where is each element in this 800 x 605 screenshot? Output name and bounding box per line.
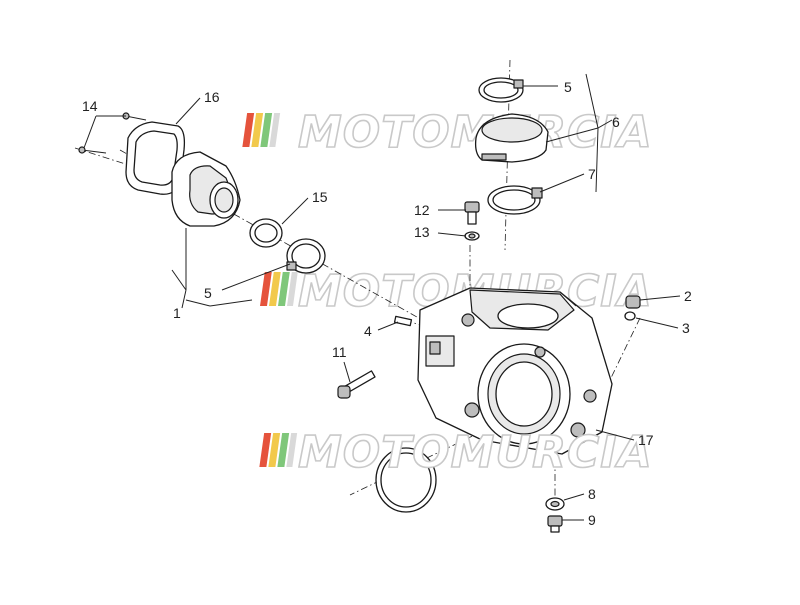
ring-15 — [249, 218, 283, 248]
callout-16: 16 — [204, 89, 220, 105]
callout-1: 1 — [173, 305, 181, 321]
clamp-5-lower — [286, 238, 326, 274]
callout-15: 15 — [312, 189, 328, 205]
callout-13: 13 — [414, 224, 430, 240]
watermark-text: MOTOMURCIA — [298, 427, 653, 478]
bolt-9 — [547, 515, 563, 533]
callout-8: 8 — [588, 486, 596, 502]
callout-14: 14 — [82, 98, 98, 114]
rubber-boot-6 — [474, 113, 549, 163]
callout-4: 4 — [364, 323, 372, 339]
nut-2 — [625, 295, 641, 309]
callout-7: 7 — [588, 166, 596, 182]
callout-9: 9 — [588, 512, 596, 528]
washer-13 — [464, 231, 480, 241]
callout-6: 6 — [612, 114, 620, 130]
callout-labels: 14 16 15 5 1 5 6 7 12 13 2 3 4 11 17 8 9 — [82, 79, 692, 528]
callout-3: 3 — [682, 320, 690, 336]
sensor-12 — [464, 201, 480, 225]
watermark-bottom: MOTOMURCIA — [259, 426, 653, 479]
callout-17: 17 — [638, 432, 654, 448]
leader-lines — [83, 73, 681, 521]
intake-boot-1 — [171, 151, 241, 227]
callout-2: 2 — [684, 288, 692, 304]
bolt-11 — [337, 370, 376, 399]
watermark-top: MOTOMURCIA — [242, 106, 653, 159]
o-ring-large — [375, 447, 437, 513]
clamp-7 — [487, 185, 543, 215]
screw-14-upper — [122, 112, 147, 121]
watermark-text: MOTOMURCIA — [298, 107, 653, 158]
callout-11: 11 — [332, 344, 347, 360]
clamp-5-upper — [478, 77, 524, 103]
screw-14-lower — [78, 146, 107, 154]
callout-5-lower: 5 — [204, 285, 212, 301]
washer-3 — [624, 311, 636, 321]
gasket-frame-16 — [125, 121, 186, 195]
throttle-body-17 — [417, 287, 613, 455]
pin-4 — [393, 315, 413, 327]
washer-8 — [545, 497, 565, 511]
callout-12: 12 — [414, 202, 430, 218]
callout-5-upper: 5 — [564, 79, 572, 95]
